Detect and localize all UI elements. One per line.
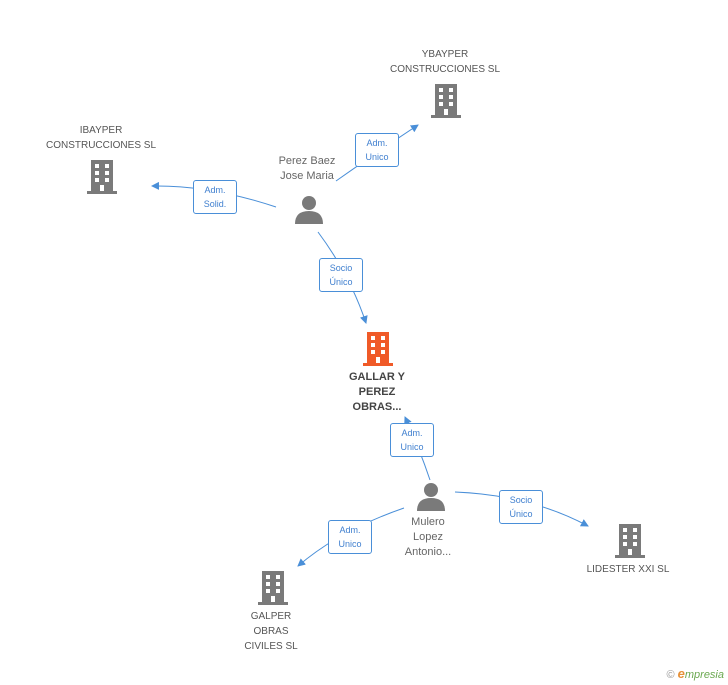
- brand-logo[interactable]: ©empresia: [667, 666, 724, 681]
- person-icon[interactable]: [417, 481, 445, 511]
- node-label-perez-baez[interactable]: Perez Baez Jose Maria: [278, 155, 336, 182]
- building-icon[interactable]: [258, 571, 288, 605]
- building-icon[interactable]: [431, 84, 461, 118]
- brand-name: mpresia: [684, 669, 724, 681]
- node-label-ibayper[interactable]: IBAYPER CONSTRUCCIONES SL: [45, 125, 157, 151]
- node-label-mulero[interactable]: Mulero Lopez Antonio...: [404, 516, 452, 558]
- node-label-gallar[interactable]: GALLAR Y PEREZ OBRAS...: [348, 371, 406, 413]
- building-icon[interactable]: [87, 160, 117, 194]
- person-icon[interactable]: [295, 194, 323, 224]
- node-label-lidester[interactable]: LIDESTER XXI SL: [586, 564, 670, 575]
- edge-label-perez-ybayper[interactable]: Adm. Unico: [355, 133, 399, 167]
- building-icon-main[interactable]: [363, 332, 393, 366]
- node-label-galper[interactable]: GALPER OBRAS CIVILES SL: [244, 611, 298, 652]
- node-label-ybayper[interactable]: YBAYPER CONSTRUCCIONES SL: [389, 49, 501, 75]
- edge-label-perez-ibayper[interactable]: Adm. Solid.: [193, 180, 237, 214]
- edge-label-mulero-lidester[interactable]: Socio Único: [499, 490, 543, 524]
- building-icon[interactable]: [615, 524, 645, 558]
- edge-label-mulero-galper[interactable]: Adm. Unico: [328, 520, 372, 554]
- edge-label-mulero-gallar[interactable]: Adm. Unico: [390, 423, 434, 457]
- edge-label-perez-gallar[interactable]: Socio Único: [319, 258, 363, 292]
- brand-initial: e: [677, 666, 685, 681]
- copyright-symbol: ©: [666, 669, 675, 681]
